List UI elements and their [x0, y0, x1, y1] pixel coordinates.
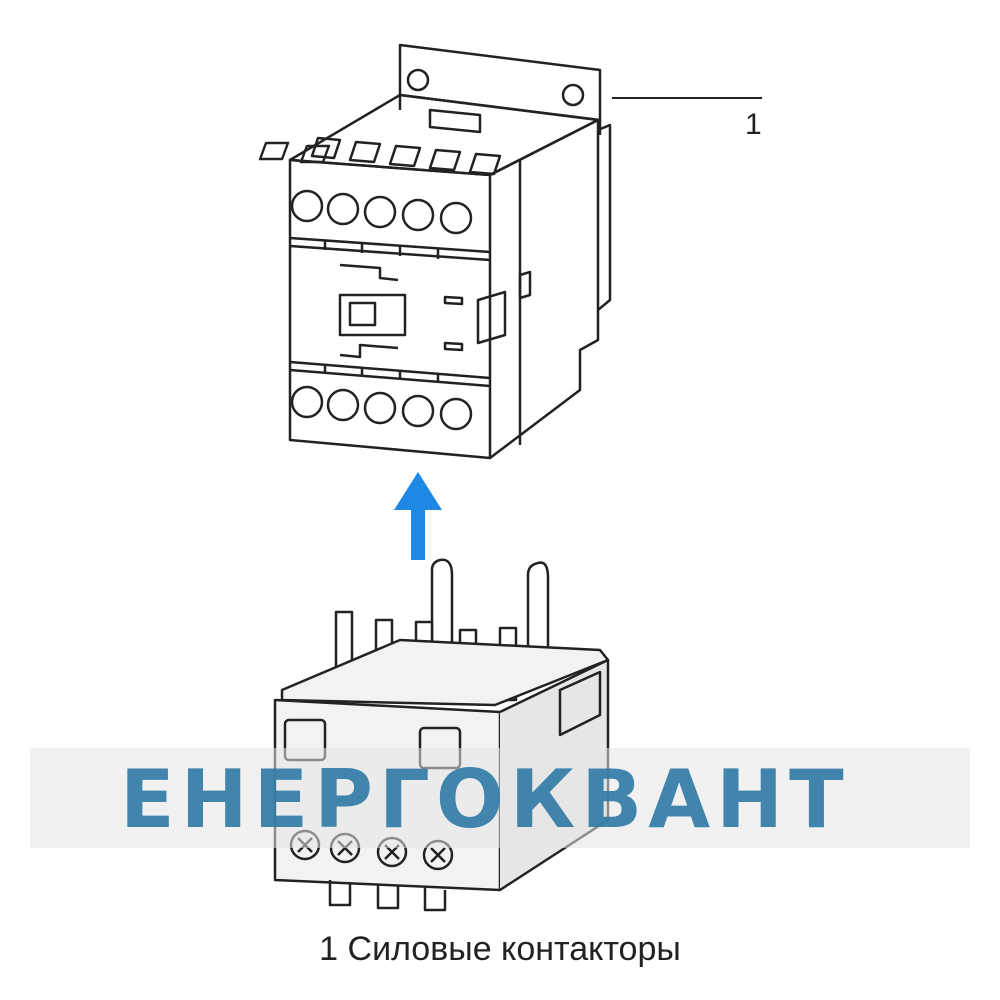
up-arrow-icon — [394, 472, 442, 560]
watermark-band — [30, 748, 970, 848]
callout-number: 1 — [745, 108, 762, 141]
watermark-logo: ЕНЕРГОКВАНТ — [120, 753, 850, 846]
contactor-drawing — [258, 43, 612, 460]
figure-caption: 1 Силовые контакторы — [319, 930, 681, 968]
overload-relay-drawing — [273, 558, 610, 912]
